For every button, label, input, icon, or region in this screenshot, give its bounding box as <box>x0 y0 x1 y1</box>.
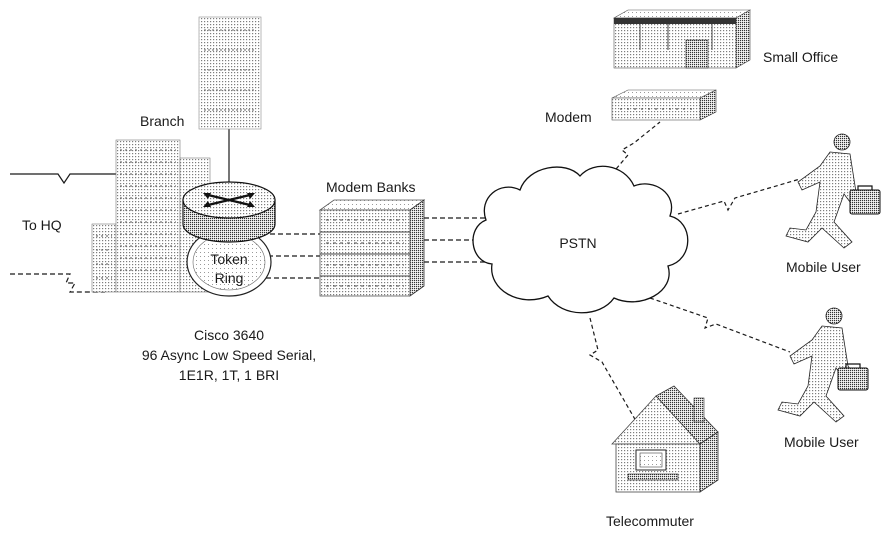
label-token-ring-line1: Token <box>210 251 247 267</box>
running-businessman-icon <box>785 133 881 249</box>
token-ring-icon <box>186 227 272 297</box>
server-tower-icon <box>198 16 262 130</box>
pstn-telecommuter-link <box>588 317 641 429</box>
router-icon <box>182 181 276 243</box>
pstn-mobile1-link <box>677 178 801 215</box>
modem-icon <box>611 89 717 121</box>
hq-dashed-link <box>10 273 105 293</box>
label-pstn: PSTN <box>559 235 596 251</box>
pstn-modem-link <box>597 121 661 191</box>
label-modem-banks: Modem Banks <box>326 179 415 195</box>
label-router-caption-line3: 1E1R, 1T, 1 BRI <box>179 367 279 383</box>
label-telecommuter: Telecommuter <box>606 513 694 529</box>
label-router-caption-line2: 96 Async Low Speed Serial, <box>142 347 316 363</box>
house-with-computer-icon <box>611 385 719 493</box>
cloud-icon <box>472 165 689 314</box>
running-businessman-icon <box>777 307 869 423</box>
connections <box>10 121 801 429</box>
label-to-hq: To HQ <box>22 217 62 233</box>
label-mobile-user-2: Mobile User <box>784 434 859 450</box>
label-branch: Branch <box>140 113 184 129</box>
pstn-mobile2-link <box>649 297 791 353</box>
small-office-building-icon <box>612 9 752 69</box>
hq-serial-link <box>10 173 120 185</box>
label-modem: Modem <box>545 109 592 125</box>
label-small-office: Small Office <box>763 49 838 65</box>
label-token-ring-line2: Ring <box>215 270 244 286</box>
label-router-caption-line1: Cisco 3640 <box>194 327 264 343</box>
label-mobile-user-1: Mobile User <box>786 259 861 275</box>
router-modem-links <box>266 233 320 279</box>
modem-bank-icon <box>318 199 426 297</box>
labels: Branch To HQ Token Ring Cisco 3640 96 As… <box>22 49 861 529</box>
